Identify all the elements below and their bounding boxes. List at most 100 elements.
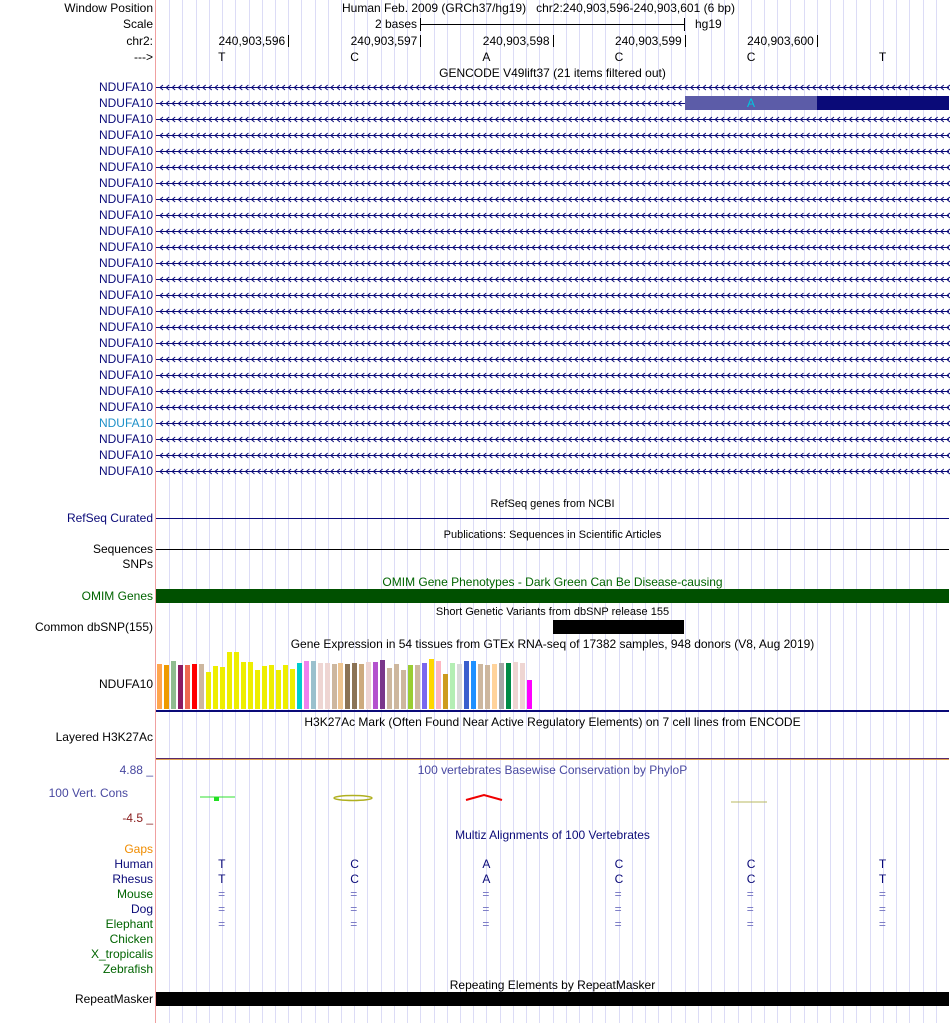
gtex-tissue-bar[interactable] (268, 665, 274, 709)
gtex-tissue-bar[interactable] (457, 664, 463, 709)
gtex-tissue-bar[interactable] (394, 664, 400, 709)
dbsnp-label[interactable]: Common dbSNP(155) (34, 620, 153, 634)
gtex-tissue-bar[interactable] (303, 661, 309, 709)
gtex-tissue-bar[interactable] (163, 665, 169, 709)
multiz-title[interactable]: Multiz Alignments of 100 Vertebrates (455, 828, 650, 842)
publications-title[interactable]: Publications: Sequences in Scientific Ar… (443, 529, 662, 541)
species-label[interactable]: Zebrafish (102, 962, 153, 976)
gene-label[interactable]: NDUFA10 (98, 240, 153, 254)
gtex-tissue-bar[interactable] (422, 663, 428, 709)
gene-exon-utr[interactable]: A (685, 96, 817, 110)
gtex-tissue-bar[interactable] (233, 652, 239, 709)
repeatmasker-title[interactable]: Repeating Elements by RepeatMasker (449, 978, 656, 992)
multiz-gaps-label[interactable]: Gaps (124, 842, 153, 856)
gtex-tissue-bar[interactable] (212, 666, 218, 709)
gene-label[interactable]: NDUFA10 (98, 304, 153, 318)
species-label[interactable]: Rhesus (112, 872, 153, 886)
gtex-tissue-bar[interactable] (366, 662, 372, 709)
gene-label[interactable]: NDUFA10 (98, 448, 153, 462)
phylop-label[interactable]: 100 Vert. Cons (48, 786, 128, 800)
gencode-title[interactable]: GENCODE V49lift37 (21 items filtered out… (439, 66, 666, 80)
gtex-tissue-bar[interactable] (478, 664, 484, 709)
gene-label[interactable]: NDUFA10 (98, 256, 153, 270)
gene-label[interactable]: NDUFA10 (98, 160, 153, 174)
species-label[interactable]: Chicken (109, 932, 153, 946)
gtex-tissue-bar[interactable] (512, 662, 518, 709)
refseq-title[interactable]: RefSeq genes from NCBI (490, 498, 615, 510)
gtex-tissue-bar[interactable] (443, 674, 449, 709)
omim-title[interactable]: OMIM Gene Phenotypes - Dark Green Can Be… (382, 575, 723, 589)
gtex-tissue-bar[interactable] (191, 664, 197, 709)
gene-label[interactable]: NDUFA10 (98, 112, 153, 126)
gene-label[interactable]: NDUFA10 (98, 400, 153, 414)
gtex-tissue-bar[interactable] (408, 665, 414, 709)
gtex-tissue-bar[interactable] (157, 664, 162, 709)
gtex-tissue-bar[interactable] (338, 663, 344, 709)
publications-label[interactable]: Sequences (92, 542, 153, 556)
gtex-tissue-bar[interactable] (485, 665, 491, 709)
gtex-tissue-bar[interactable] (331, 664, 337, 709)
gene-label[interactable]: NDUFA10 (98, 176, 153, 190)
species-label[interactable]: Dog (130, 902, 153, 916)
omim-gene-bar[interactable] (156, 589, 949, 603)
gtex-tissue-bar[interactable] (345, 664, 351, 709)
refseq-gene-line[interactable] (156, 518, 949, 519)
dbsnp-title[interactable]: Short Genetic Variants from dbSNP releas… (435, 606, 670, 618)
gene-label[interactable]: NDUFA10 (98, 368, 153, 382)
gtex-tissue-bar[interactable] (499, 663, 505, 709)
gene-label[interactable]: NDUFA10 (98, 384, 153, 398)
gtex-tissue-bar[interactable] (261, 666, 267, 709)
gtex-tissue-bar[interactable] (352, 663, 358, 709)
gene-label[interactable]: NDUFA10 (98, 272, 153, 286)
dbsnp-variant[interactable] (553, 620, 684, 634)
gene-label[interactable]: NDUFA10 (98, 288, 153, 302)
gtex-tissue-bar[interactable] (310, 661, 316, 709)
species-label[interactable]: Elephant (105, 917, 153, 931)
refseq-label[interactable]: RefSeq Curated (66, 511, 153, 525)
gtex-tissue-bar[interactable] (205, 672, 211, 709)
gtex-tissue-bar[interactable] (519, 663, 525, 709)
gene-label[interactable]: NDUFA10 (98, 432, 153, 446)
publications-snps-label[interactable]: SNPs (122, 557, 153, 571)
gtex-tissue-bar[interactable] (289, 669, 295, 709)
gtex-tissue-bar[interactable] (296, 663, 302, 709)
h3k27ac-title[interactable]: H3K27Ac Mark (Often Found Near Active Re… (304, 715, 801, 729)
gene-label[interactable]: NDUFA10 (98, 144, 153, 158)
gtex-tissue-bar[interactable] (226, 652, 232, 709)
gtex-tissue-bar[interactable] (198, 664, 204, 709)
phylop-title[interactable]: 100 vertebrates Basewise Conservation by… (417, 763, 688, 777)
gtex-tissue-bar[interactable] (401, 670, 407, 709)
gtex-tissue-bar[interactable] (450, 663, 456, 709)
gtex-tissue-bar[interactable] (177, 665, 183, 709)
gene-label[interactable]: NDUFA10 (98, 336, 153, 350)
gtex-tissue-bar[interactable] (373, 662, 379, 709)
gtex-tissue-bar[interactable] (275, 670, 281, 709)
gtex-tissue-bar[interactable] (254, 670, 260, 709)
gtex-tissue-bar[interactable] (464, 661, 470, 709)
gene-label[interactable]: NDUFA10 (98, 128, 153, 142)
gene-label[interactable]: NDUFA10 (98, 208, 153, 222)
gene-exon-cds[interactable] (817, 96, 949, 110)
gtex-tissue-bar[interactable] (471, 661, 477, 709)
publications-line[interactable] (156, 549, 949, 550)
gene-label[interactable]: NDUFA10 (98, 96, 153, 110)
gene-label[interactable]: NDUFA10 (98, 320, 153, 334)
gene-label[interactable]: NDUFA10 (98, 224, 153, 238)
gtex-tissue-bar[interactable] (240, 662, 246, 709)
gtex-tissue-bar[interactable] (387, 668, 393, 709)
gene-label[interactable]: NDUFA10 (98, 80, 153, 94)
gtex-tissue-bar[interactable] (282, 665, 288, 709)
gtex-tissue-bar[interactable] (436, 661, 442, 709)
gtex-tissue-bar[interactable] (380, 660, 386, 709)
gene-label[interactable]: NDUFA10 (98, 464, 153, 478)
gtex-title[interactable]: Gene Expression in 54 tissues from GTEx … (290, 637, 815, 651)
omim-label[interactable]: OMIM Genes (81, 589, 153, 603)
gene-label[interactable]: NDUFA10 (98, 352, 153, 366)
gtex-tissue-bar[interactable] (492, 664, 498, 709)
gtex-tissue-bar[interactable] (526, 680, 532, 709)
repeatmasker-bar[interactable] (156, 992, 949, 1006)
gtex-tissue-bar[interactable] (317, 663, 323, 709)
gene-label[interactable]: NDUFA10 (98, 192, 153, 206)
gtex-tissue-bar[interactable] (506, 663, 511, 709)
species-label[interactable]: X_tropicalis (90, 947, 153, 961)
